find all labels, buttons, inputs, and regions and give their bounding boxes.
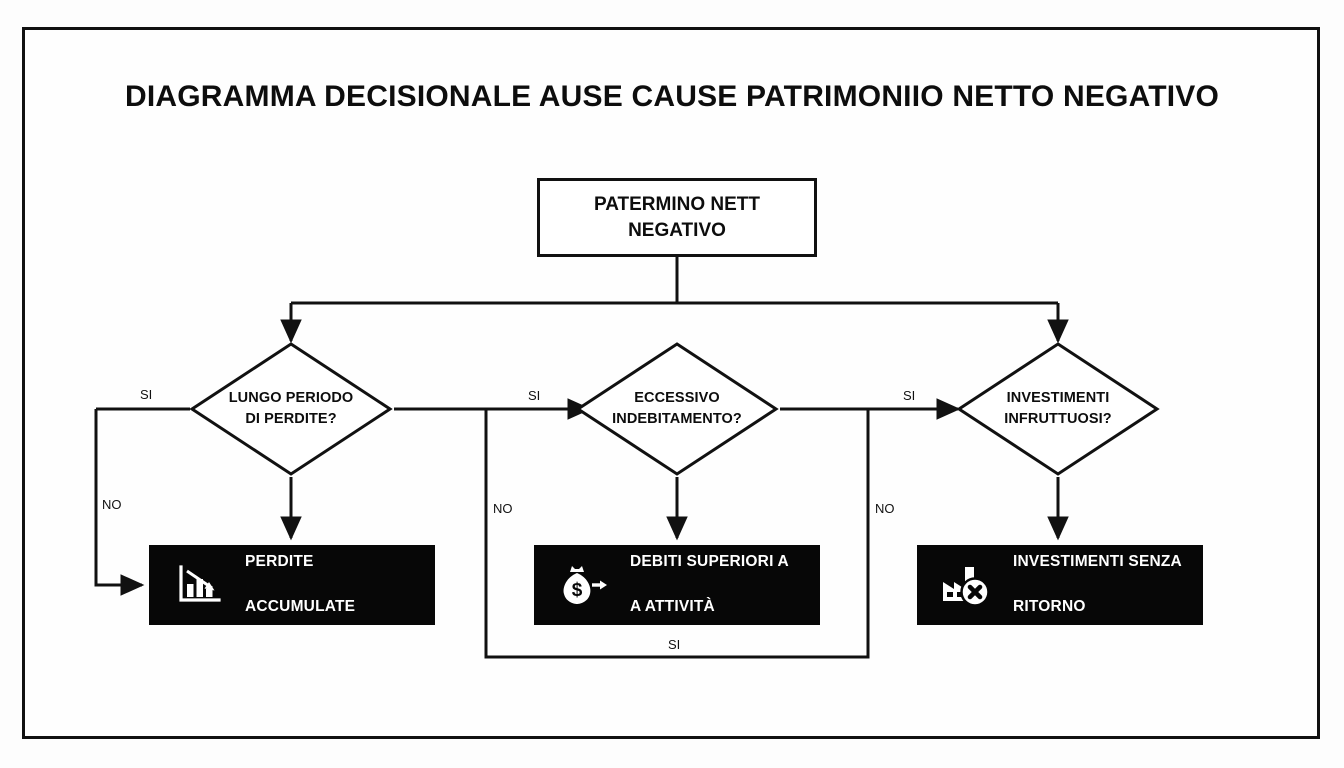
result-debiti-superiori[interactable]: $ DEBITI SUPERIORI A A ATTIVITÀ: [534, 545, 820, 625]
start-node-line2: NEGATIVO: [628, 219, 726, 241]
result-3-line2: RITORNO: [1013, 598, 1086, 616]
result-3-text: INVESTIMENTI SENZA RITORNO: [1013, 529, 1182, 641]
result-investimenti-senza-ritorno[interactable]: INVESTIMENTI SENZA RITORNO: [917, 545, 1203, 625]
result-1-line2: ACCUMULATE: [245, 598, 356, 616]
result-2-line2: A ATTIVITÀ: [630, 598, 715, 616]
result-perdite-accumulate[interactable]: PERDITE ACCUMULATE: [149, 545, 435, 625]
money-bag-arrow-icon: $: [556, 561, 612, 609]
decision-1-line1: LUNGO PERIODO: [228, 389, 354, 406]
edge-label-left-yes: SI: [140, 387, 153, 402]
diamond-shape-2: [575, 342, 779, 476]
result-1-text: PERDITE ACCUMULATE: [245, 529, 355, 641]
start-node-patrimonio-netto-negativo[interactable]: PATERMINO NETT NEGATIVO: [537, 178, 817, 257]
decision-investimenti-infruttuosi[interactable]: INVESTIMENTI INFRUTTUOSI?: [956, 341, 1160, 477]
declining-bar-chart-icon: [171, 561, 227, 609]
edge-label-middle-no: NO: [493, 501, 513, 516]
start-node-line1: PATERMINO NETT: [593, 194, 761, 216]
edge-label-right-yes: SI: [903, 388, 916, 403]
result-1-line1: PERDITE: [245, 553, 314, 571]
page-title: DIAGRAMMA DECISIONALE AUSE CAUSE PATRIMO…: [124, 80, 1220, 113]
diamond-shape-1: [189, 342, 393, 476]
edge-label-right-no: NO: [875, 501, 895, 516]
decision-eccessivo-indebitamento[interactable]: ECCESSIVO INDEBITAMENTO?: [575, 341, 779, 477]
edge-label-bottom-loop-yes: SI: [668, 637, 681, 652]
decision-3-line1: INVESTIMENTI: [1006, 389, 1110, 406]
result-3-line1: INVESTIMENTI SENZA: [1013, 553, 1182, 571]
decision-3-label: INVESTIMENTI INFRUTTUOSI?: [956, 341, 1160, 477]
factory-cross-icon: [939, 561, 995, 609]
svg-text:$: $: [572, 580, 583, 601]
diamond-shape-3: [956, 342, 1160, 476]
result-2-line1: DEBITI SUPERIORI A: [630, 553, 789, 571]
decision-lungo-periodo-di-perdite[interactable]: LUNGO PERIODO DI PERDITE?: [189, 341, 393, 477]
decision-2-label: ECCESSIVO INDEBITAMENTO?: [575, 341, 779, 477]
decision-1-line2: DI PERDITE?: [245, 411, 337, 427]
decision-1-label: LUNGO PERIODO DI PERDITE?: [189, 341, 393, 477]
result-2-text: DEBITI SUPERIORI A A ATTIVITÀ: [630, 529, 789, 641]
edge-label-middle-yes: SI: [528, 388, 541, 403]
decision-2-line1: ECCESSIVO: [634, 389, 720, 406]
decision-3-line2: INFRUTTUOSI?: [1004, 411, 1112, 427]
edge-label-left-no: NO: [102, 497, 122, 512]
start-node-text: PATERMINO NETT NEGATIVO: [594, 192, 760, 242]
decision-2-line2: INDEBITAMENTO?: [612, 411, 742, 427]
